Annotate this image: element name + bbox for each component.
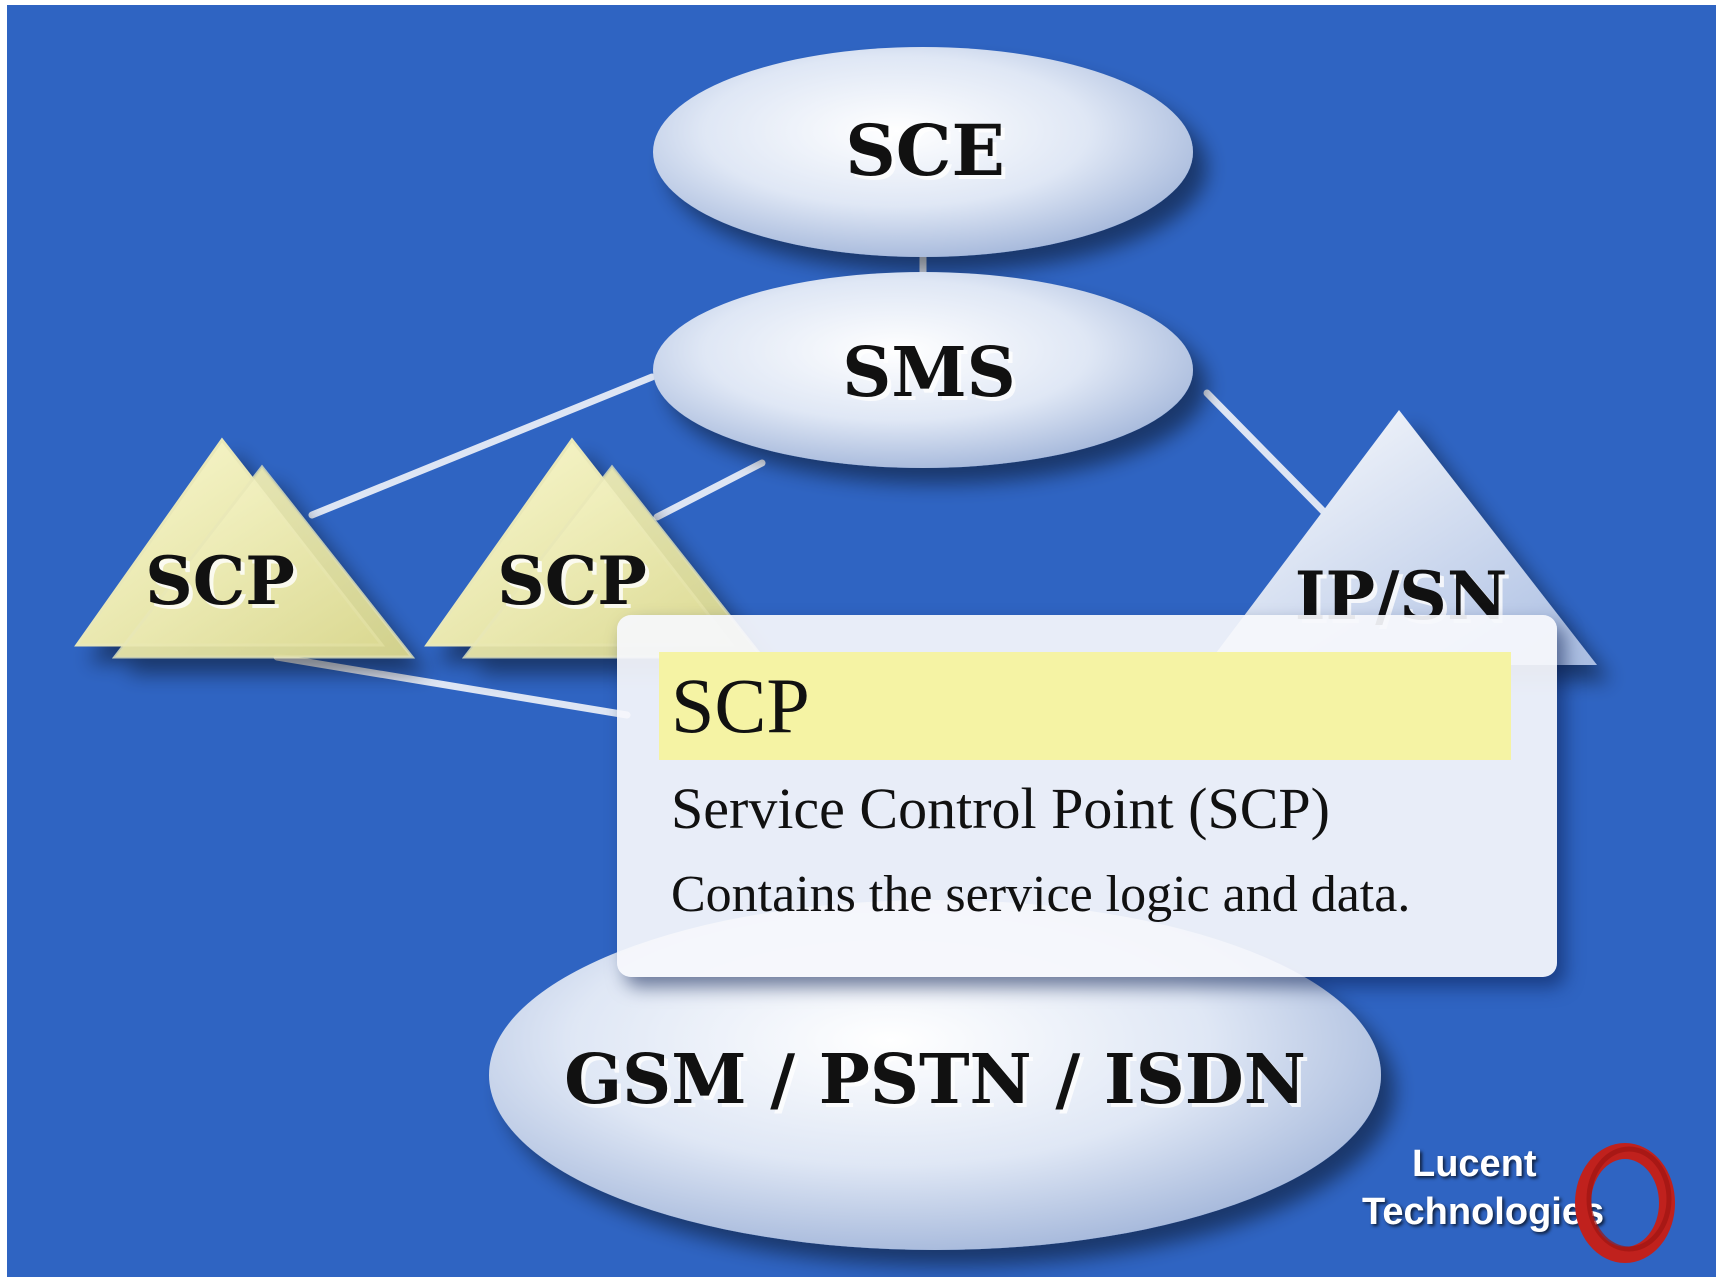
lucent-logo: Lucent Technologies bbox=[1362, 1133, 1692, 1273]
network-node bbox=[489, 900, 1381, 1250]
scp-left-node bbox=[74, 437, 416, 659]
link-sms-scp-middle bbox=[653, 459, 766, 521]
logo-word-lucent: Lucent bbox=[1412, 1143, 1537, 1185]
connection-lines bbox=[273, 251, 1329, 719]
sce-node bbox=[653, 47, 1193, 257]
sms-node bbox=[653, 272, 1193, 468]
tooltip-full-name: Service Control Point (SCP) bbox=[671, 776, 1330, 841]
sce-label: SCE bbox=[845, 109, 1005, 192]
ipsn-node bbox=[1207, 410, 1597, 665]
link-sms-scp-left bbox=[308, 373, 656, 519]
network-label: GSM / PSTN / ISDN bbox=[564, 1040, 1306, 1120]
logo-ring-icon bbox=[1575, 1143, 1675, 1263]
diagram-graphics: SCE SCE SMS SMS SCP SCP SCP SCP IP/SN IP… bbox=[74, 47, 1597, 1250]
diagram-canvas: SCE SCE SMS SMS SCP SCP SCP SCP IP/SN IP… bbox=[7, 5, 1716, 1277]
sce-label-shadow: SCE bbox=[849, 113, 1009, 196]
tooltip-title: SCP bbox=[659, 652, 1511, 760]
info-tooltip: SCP Service Control Point (SCP) Contains… bbox=[617, 615, 1557, 977]
scp-left-label-shadow: SCP bbox=[149, 546, 299, 624]
sms-label-shadow: SMS bbox=[846, 337, 1020, 417]
scp-left-label: SCP bbox=[145, 542, 295, 620]
link-scp-left-network bbox=[273, 653, 631, 719]
scp-middle-label: SCP bbox=[497, 542, 647, 620]
sms-label: SMS bbox=[842, 333, 1016, 413]
tooltip-description: Contains the service logic and data. bbox=[671, 866, 1411, 923]
link-sms-ipsn bbox=[1203, 389, 1329, 517]
scp-middle-node bbox=[424, 437, 766, 659]
logo-word-technologies: Technologies bbox=[1362, 1191, 1605, 1233]
scp-middle-label-shadow: SCP bbox=[501, 546, 651, 624]
network-label-shadow: GSM / PSTN / ISDN bbox=[568, 1044, 1310, 1124]
